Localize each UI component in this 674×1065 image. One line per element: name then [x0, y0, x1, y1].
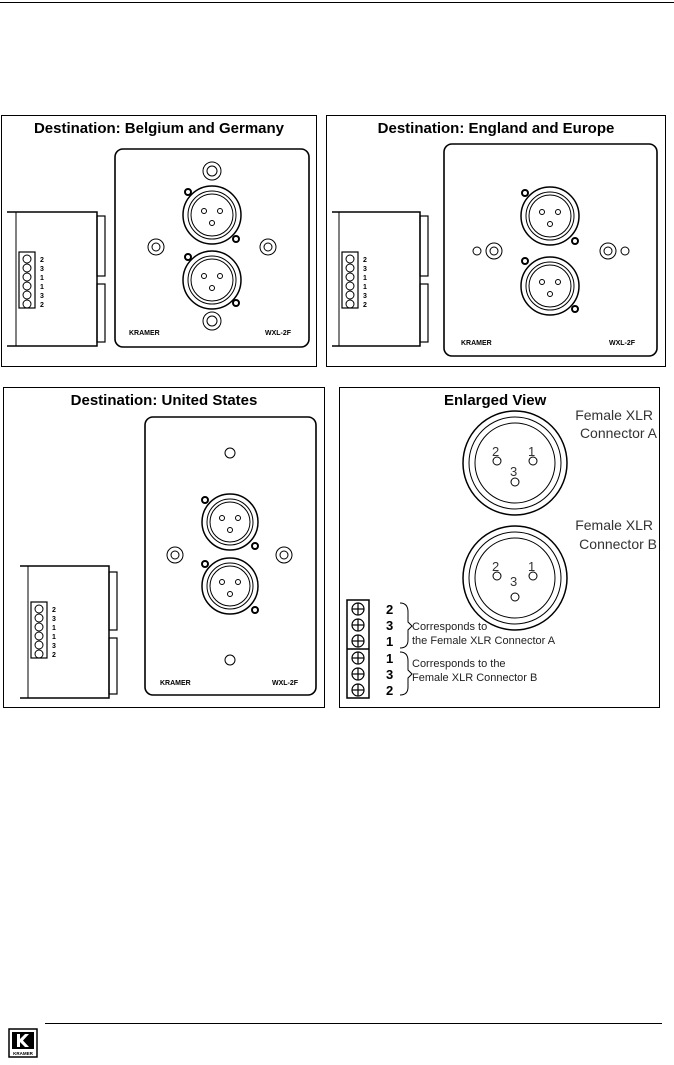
xlr-connector-a-enlarged: 2 1 3 — [462, 410, 568, 516]
pin-label: 2 — [40, 302, 44, 309]
wall-plate-diagram: 2 3 1 1 3 2 — [7, 148, 310, 348]
xlr-connector-a — [520, 186, 580, 246]
pin-label: 3 — [52, 643, 56, 650]
panel-title: Destination: Belgium and Germany — [33, 120, 285, 137]
pin-label: 2 — [363, 302, 367, 309]
note-a-line1: Corresponds to — [412, 621, 487, 633]
pin-label: 3 — [40, 266, 44, 273]
pin-label: 2 — [492, 444, 499, 459]
front-plate: KRAMER WXL-2F — [443, 143, 658, 357]
terminal-block: 2 3 1 1 3 2 Corresponds to the Female XL… — [346, 599, 556, 699]
pin-label: 3 — [510, 574, 517, 589]
pin-label: 1 — [528, 559, 535, 574]
connector-a-label-line2: Connector A — [580, 425, 658, 441]
pin-label: 3 — [386, 667, 393, 682]
pin-label: 3 — [363, 266, 367, 273]
panel-enlarged-view: Enlarged View 2 1 3 Female XLR Connector… — [339, 387, 660, 708]
pin-label: 3 — [386, 618, 393, 633]
panel-title: Destination: England and Europe — [377, 120, 615, 137]
panel-england-europe: Destination: England and Europe 2 3 1 1 … — [326, 115, 666, 367]
pin-label: 2 — [52, 607, 56, 614]
pin-label: 2 — [386, 683, 393, 698]
xlr-connector-a — [182, 185, 242, 245]
pin-label: 1 — [386, 651, 393, 666]
pin-label: 2 — [492, 559, 499, 574]
pin-label: 1 — [40, 284, 44, 291]
xlr-connector-b — [182, 250, 242, 310]
pin-label: 1 — [363, 284, 367, 291]
note-a-line2: the Female XLR Connector A — [412, 635, 556, 647]
connector-b-label-line1: Female XLR — [575, 517, 653, 533]
xlr-connector-b — [520, 256, 580, 316]
pin-label: 1 — [52, 634, 56, 641]
side-view: 2 3 1 1 3 2 — [20, 565, 118, 699]
pin-label: 1 — [386, 634, 393, 649]
front-plate: KRAMER WXL-2F — [114, 148, 310, 348]
footer-rule — [45, 1023, 662, 1024]
pin-label: 3 — [510, 464, 517, 479]
model-label: WXL-2F — [265, 330, 292, 337]
model-label: WXL-2F — [272, 680, 299, 687]
note-b-line1: Corresponds to the — [412, 658, 506, 670]
connector-b-label-line2: Connector B — [579, 536, 657, 552]
brand-label: KRAMER — [129, 330, 160, 337]
panel-belgium-germany: Destination: Belgium and Germany 2 3 1 1… — [1, 115, 317, 367]
note-b-line2: Female XLR Connector B — [412, 672, 537, 684]
wall-plate-diagram: 2 3 1 1 3 2 — [20, 416, 317, 699]
pin-label: 2 — [52, 652, 56, 659]
pin-label: 1 — [40, 275, 44, 282]
panel-title: Destination: United States — [70, 392, 258, 409]
brace-a — [399, 602, 413, 649]
pin-label: 1 — [363, 275, 367, 282]
brace-b — [399, 651, 413, 696]
panel-united-states: Destination: United States 2 3 1 1 3 2 — [3, 387, 325, 708]
pin-label: 2 — [386, 602, 393, 617]
side-view: 2 3 1 1 3 2 — [332, 211, 429, 347]
xlr-connector-b — [201, 557, 259, 615]
kramer-logo: KRAMER — [8, 1028, 38, 1058]
model-label: WXL-2F — [609, 340, 636, 347]
panel-title: Enlarged View — [444, 392, 547, 409]
logo-text: KRAMER — [13, 1051, 33, 1056]
connector-a-label-line1: Female XLR — [575, 407, 653, 423]
pin-label: 3 — [40, 293, 44, 300]
pin-label: 1 — [528, 444, 535, 459]
pin-label: 1 — [52, 625, 56, 632]
brand-label: KRAMER — [461, 340, 492, 347]
wall-plate-diagram: 2 3 1 1 3 2 — [332, 143, 658, 357]
xlr-connector-b-enlarged: 2 1 3 — [462, 525, 568, 631]
front-plate: KRAMER WXL-2F — [144, 416, 317, 696]
pin-label: 2 — [363, 257, 367, 264]
pin-label: 3 — [52, 616, 56, 623]
brand-label: KRAMER — [160, 680, 191, 687]
xlr-connector-a — [201, 493, 259, 551]
header-rule — [0, 2, 674, 3]
side-view: 2 3 1 1 3 2 — [7, 211, 106, 347]
pin-label: 3 — [363, 293, 367, 300]
enlarged-diagram: 2 1 3 Female XLR Connector A 2 1 3 Femal… — [346, 407, 658, 699]
pin-label: 2 — [40, 257, 44, 264]
